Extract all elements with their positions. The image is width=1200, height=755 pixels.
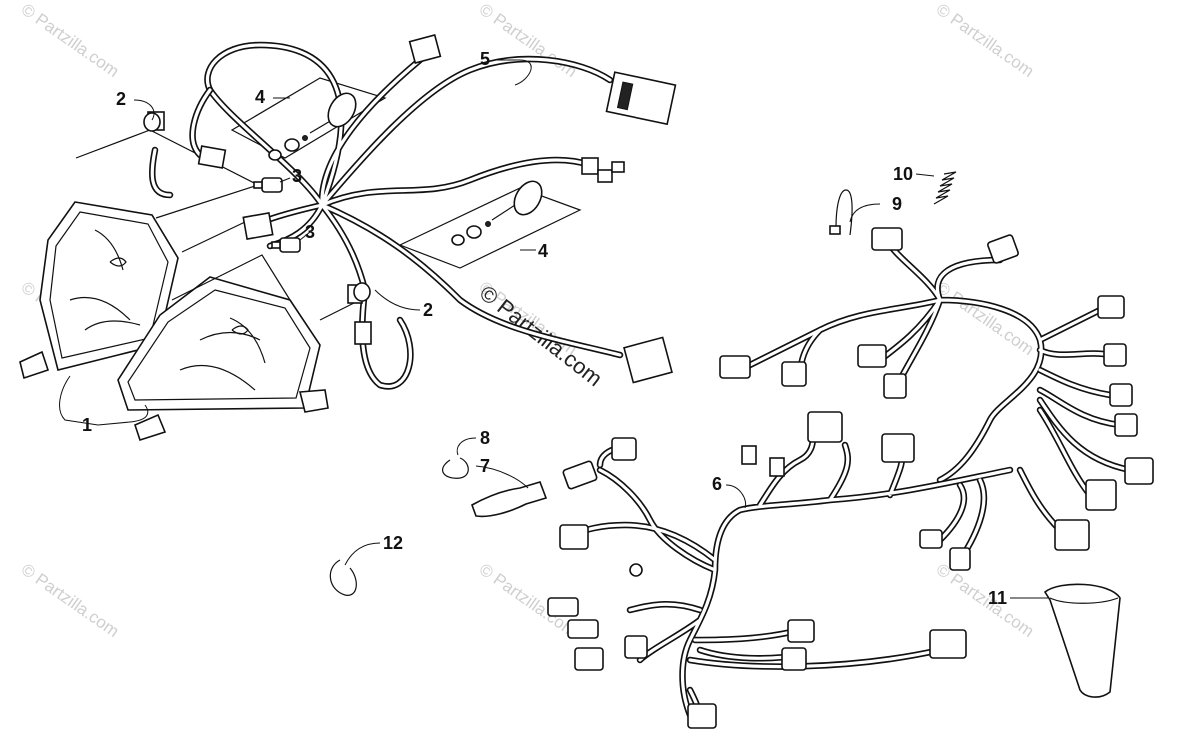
callout-5: 5: [480, 49, 490, 69]
callout-3-lower: 3: [305, 222, 315, 242]
main-harness-connectors: [547, 227, 1154, 729]
callout-11: 11: [988, 588, 1007, 608]
callout-8: 8: [480, 428, 490, 448]
bulb-sockets: [143, 112, 371, 302]
callout-10: 10: [893, 164, 913, 184]
callout-4-upper: 4: [255, 87, 265, 107]
bulb-lower: [271, 237, 301, 253]
clamp-12: [329, 559, 357, 596]
harness-connectors-top: [147, 34, 677, 384]
adjuster-upper: [268, 92, 357, 161]
callout-12: 12: [383, 533, 403, 553]
callout-7: 7: [480, 456, 490, 476]
tie-clip-8: [442, 457, 469, 479]
main-wiring-harness: [566, 241, 1134, 724]
callout-leaders: [59, 59, 1048, 599]
wire-loop-9: [829, 189, 853, 236]
callout-2-upper: 2: [116, 89, 126, 109]
adjuster-lower: [451, 180, 543, 246]
watermark: © Partzilla.com: [476, 0, 581, 81]
callout-3-upper: 3: [292, 166, 302, 186]
headlight-right: [117, 276, 329, 442]
callout-4-lower: 4: [538, 241, 548, 261]
callout-numbers: 1 2 2 3 3 4 4 5 6 7 8 9 10 11 12: [82, 49, 1007, 608]
boot-7: [471, 481, 548, 518]
watermark: © Partzilla.com: [18, 560, 123, 641]
callout-2-lower: 2: [423, 300, 433, 320]
sleeve-11: [1043, 583, 1121, 698]
bulb-upper: [253, 177, 283, 193]
watermark: © Partzilla.com: [18, 0, 123, 81]
callout-9: 9: [892, 194, 902, 214]
watermark: © Partzilla.com: [933, 0, 1038, 81]
watermark: © Partzilla.com: [933, 560, 1038, 641]
callout-1: 1: [82, 415, 92, 435]
callout-6: 6: [712, 474, 722, 494]
spring-10: [933, 171, 957, 205]
